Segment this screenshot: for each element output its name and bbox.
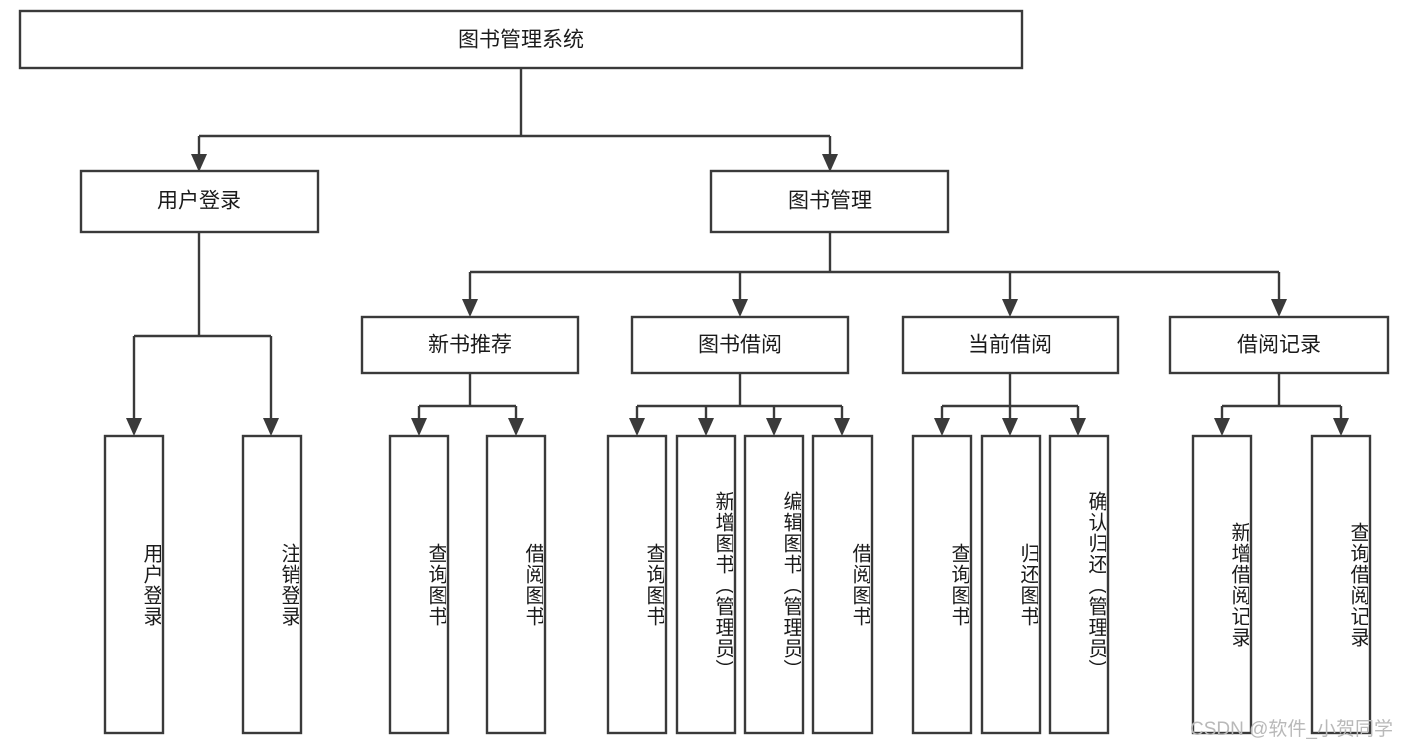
- node-root-label: 图书管理系统: [458, 29, 584, 52]
- leaf-user-login-0-label: 用户登录: [140, 542, 161, 627]
- leaf-borrow-record-1-label: 查询借阅记录: [1347, 521, 1368, 648]
- leaf-borrow-record-0[interactable]: 新增借阅记录: [1191, 434, 1253, 735]
- node-user-login-box[interactable]: [79, 169, 320, 234]
- arrow-head-current-borrow: [1002, 299, 1018, 317]
- leaf-current-borrow-2[interactable]: 确认归还（管理员）: [1048, 434, 1110, 735]
- leaf-current-borrow-0-box[interactable]: [911, 434, 973, 735]
- arrow-head-user-login-leaf-1: [263, 418, 279, 436]
- arrow-head-current-borrow-leaf-1: [1002, 418, 1018, 436]
- leaf-user-login-0[interactable]: 用户登录: [103, 434, 165, 735]
- leaf-user-login-1-label: 注销登录: [278, 542, 299, 627]
- arrow-head-book-borrow-leaf-2: [766, 418, 782, 436]
- node-new-book[interactable]: 新书推荐: [360, 315, 580, 375]
- leaf-book-borrow-0-label: 查询图书: [643, 542, 664, 627]
- leaf-borrow-record-1[interactable]: 查询借阅记录: [1310, 434, 1372, 735]
- arrow-head-current-borrow-leaf-0: [934, 418, 950, 436]
- arrow-head-book-manage: [822, 154, 838, 172]
- node-borrow-record[interactable]: 借阅记录: [1168, 315, 1390, 375]
- leaf-current-borrow-1-label: 归还图书: [1017, 542, 1038, 627]
- leaf-new-book-0[interactable]: 查询图书: [388, 434, 450, 735]
- node-root-box[interactable]: [18, 9, 1024, 70]
- leaf-book-borrow-3[interactable]: 借阅图书: [811, 434, 874, 735]
- arrow-head-book-borrow-leaf-3: [834, 418, 850, 436]
- arrow-head-user-login-leaf-0: [126, 418, 142, 436]
- leaf-new-book-0-box[interactable]: [388, 434, 450, 735]
- leaf-new-book-0-label: 查询图书: [425, 542, 446, 627]
- leaf-new-book-1-label: 借阅图书: [522, 542, 543, 627]
- node-borrow-record-label: 借阅记录: [1237, 334, 1321, 357]
- node-book-manage[interactable]: 图书管理: [709, 169, 950, 234]
- connector-group-book-manage: [462, 232, 1287, 317]
- leaf-borrow-record-1-box[interactable]: [1310, 434, 1372, 735]
- node-current-borrow-label: 当前借阅: [968, 334, 1052, 357]
- leaf-book-borrow-1-label: 新增图书（管理员）: [712, 491, 733, 680]
- arrow-head-current-borrow-leaf-2: [1070, 418, 1086, 436]
- leaf-book-borrow-2[interactable]: 编辑图书（管理员）: [743, 434, 805, 735]
- connector-group-current-borrow-leaves: [934, 373, 1086, 436]
- leaf-book-borrow-0[interactable]: 查询图书: [606, 434, 668, 735]
- leaf-book-borrow-3-box[interactable]: [811, 434, 874, 735]
- arrow-head-borrow-record-leaf-1: [1333, 418, 1349, 436]
- connector-group-borrow-record-leaves: [1214, 373, 1349, 436]
- leaf-book-borrow-1-box[interactable]: [675, 434, 737, 735]
- node-book-borrow-label: 图书借阅: [698, 334, 782, 357]
- node-root[interactable]: 图书管理系统: [18, 9, 1024, 70]
- arrow-head-borrow-record: [1271, 299, 1287, 317]
- node-user-login-label: 用户登录: [157, 190, 241, 213]
- leaf-user-login-1[interactable]: 注销登录: [241, 434, 303, 735]
- arrow-head-new-book-leaf-1: [508, 418, 524, 436]
- leaf-borrow-record-0-label: 新增借阅记录: [1228, 521, 1249, 648]
- arrow-head-user-login: [191, 154, 207, 172]
- node-book-borrow[interactable]: 图书借阅: [630, 315, 850, 375]
- leaf-current-borrow-2-box[interactable]: [1048, 434, 1110, 735]
- node-book-manage-label: 图书管理: [788, 190, 872, 213]
- node-user-login[interactable]: 用户登录: [79, 169, 320, 234]
- connector-group-user-login-leaves: [126, 232, 279, 436]
- arrow-head-book-borrow-leaf-0: [629, 418, 645, 436]
- connector-group-book-borrow-leaves: [629, 373, 850, 436]
- leaf-current-borrow-0-label: 查询图书: [948, 542, 969, 627]
- leaf-book-borrow-1[interactable]: 新增图书（管理员）: [675, 434, 737, 735]
- leaf-user-login-0-box[interactable]: [103, 434, 165, 735]
- node-current-borrow[interactable]: 当前借阅: [901, 315, 1120, 375]
- node-book-borrow-box[interactable]: [630, 315, 850, 375]
- connector-group-new-book-leaves: [411, 373, 524, 436]
- leaf-book-borrow-2-box[interactable]: [743, 434, 805, 735]
- leaf-new-book-1[interactable]: 借阅图书: [485, 434, 547, 735]
- node-book-manage-box[interactable]: [709, 169, 950, 234]
- leaf-new-book-1-box[interactable]: [485, 434, 547, 735]
- arrow-head-borrow-record-leaf-0: [1214, 418, 1230, 436]
- leaf-book-borrow-3-label: 借阅图书: [849, 542, 870, 627]
- leaf-current-borrow-1-box[interactable]: [980, 434, 1042, 735]
- leaf-book-borrow-2-label: 编辑图书（管理员）: [780, 491, 801, 680]
- leaf-borrow-record-0-box[interactable]: [1191, 434, 1253, 735]
- leaf-user-login-1-box[interactable]: [241, 434, 303, 735]
- leaf-current-borrow-1[interactable]: 归还图书: [980, 434, 1042, 735]
- connector-group-root: [191, 68, 838, 172]
- arrow-head-new-book-leaf-0: [411, 418, 427, 436]
- leaf-current-borrow-2-label: 确认归还（管理员）: [1085, 491, 1106, 680]
- leaf-current-borrow-0[interactable]: 查询图书: [911, 434, 973, 735]
- arrow-head-book-borrow: [732, 299, 748, 317]
- node-new-book-box[interactable]: [360, 315, 580, 375]
- node-borrow-record-box[interactable]: [1168, 315, 1390, 375]
- node-new-book-label: 新书推荐: [428, 334, 512, 357]
- arrow-head-new-book: [462, 299, 478, 317]
- arrow-head-book-borrow-leaf-1: [698, 418, 714, 436]
- node-current-borrow-box[interactable]: [901, 315, 1120, 375]
- leaf-book-borrow-0-box[interactable]: [606, 434, 668, 735]
